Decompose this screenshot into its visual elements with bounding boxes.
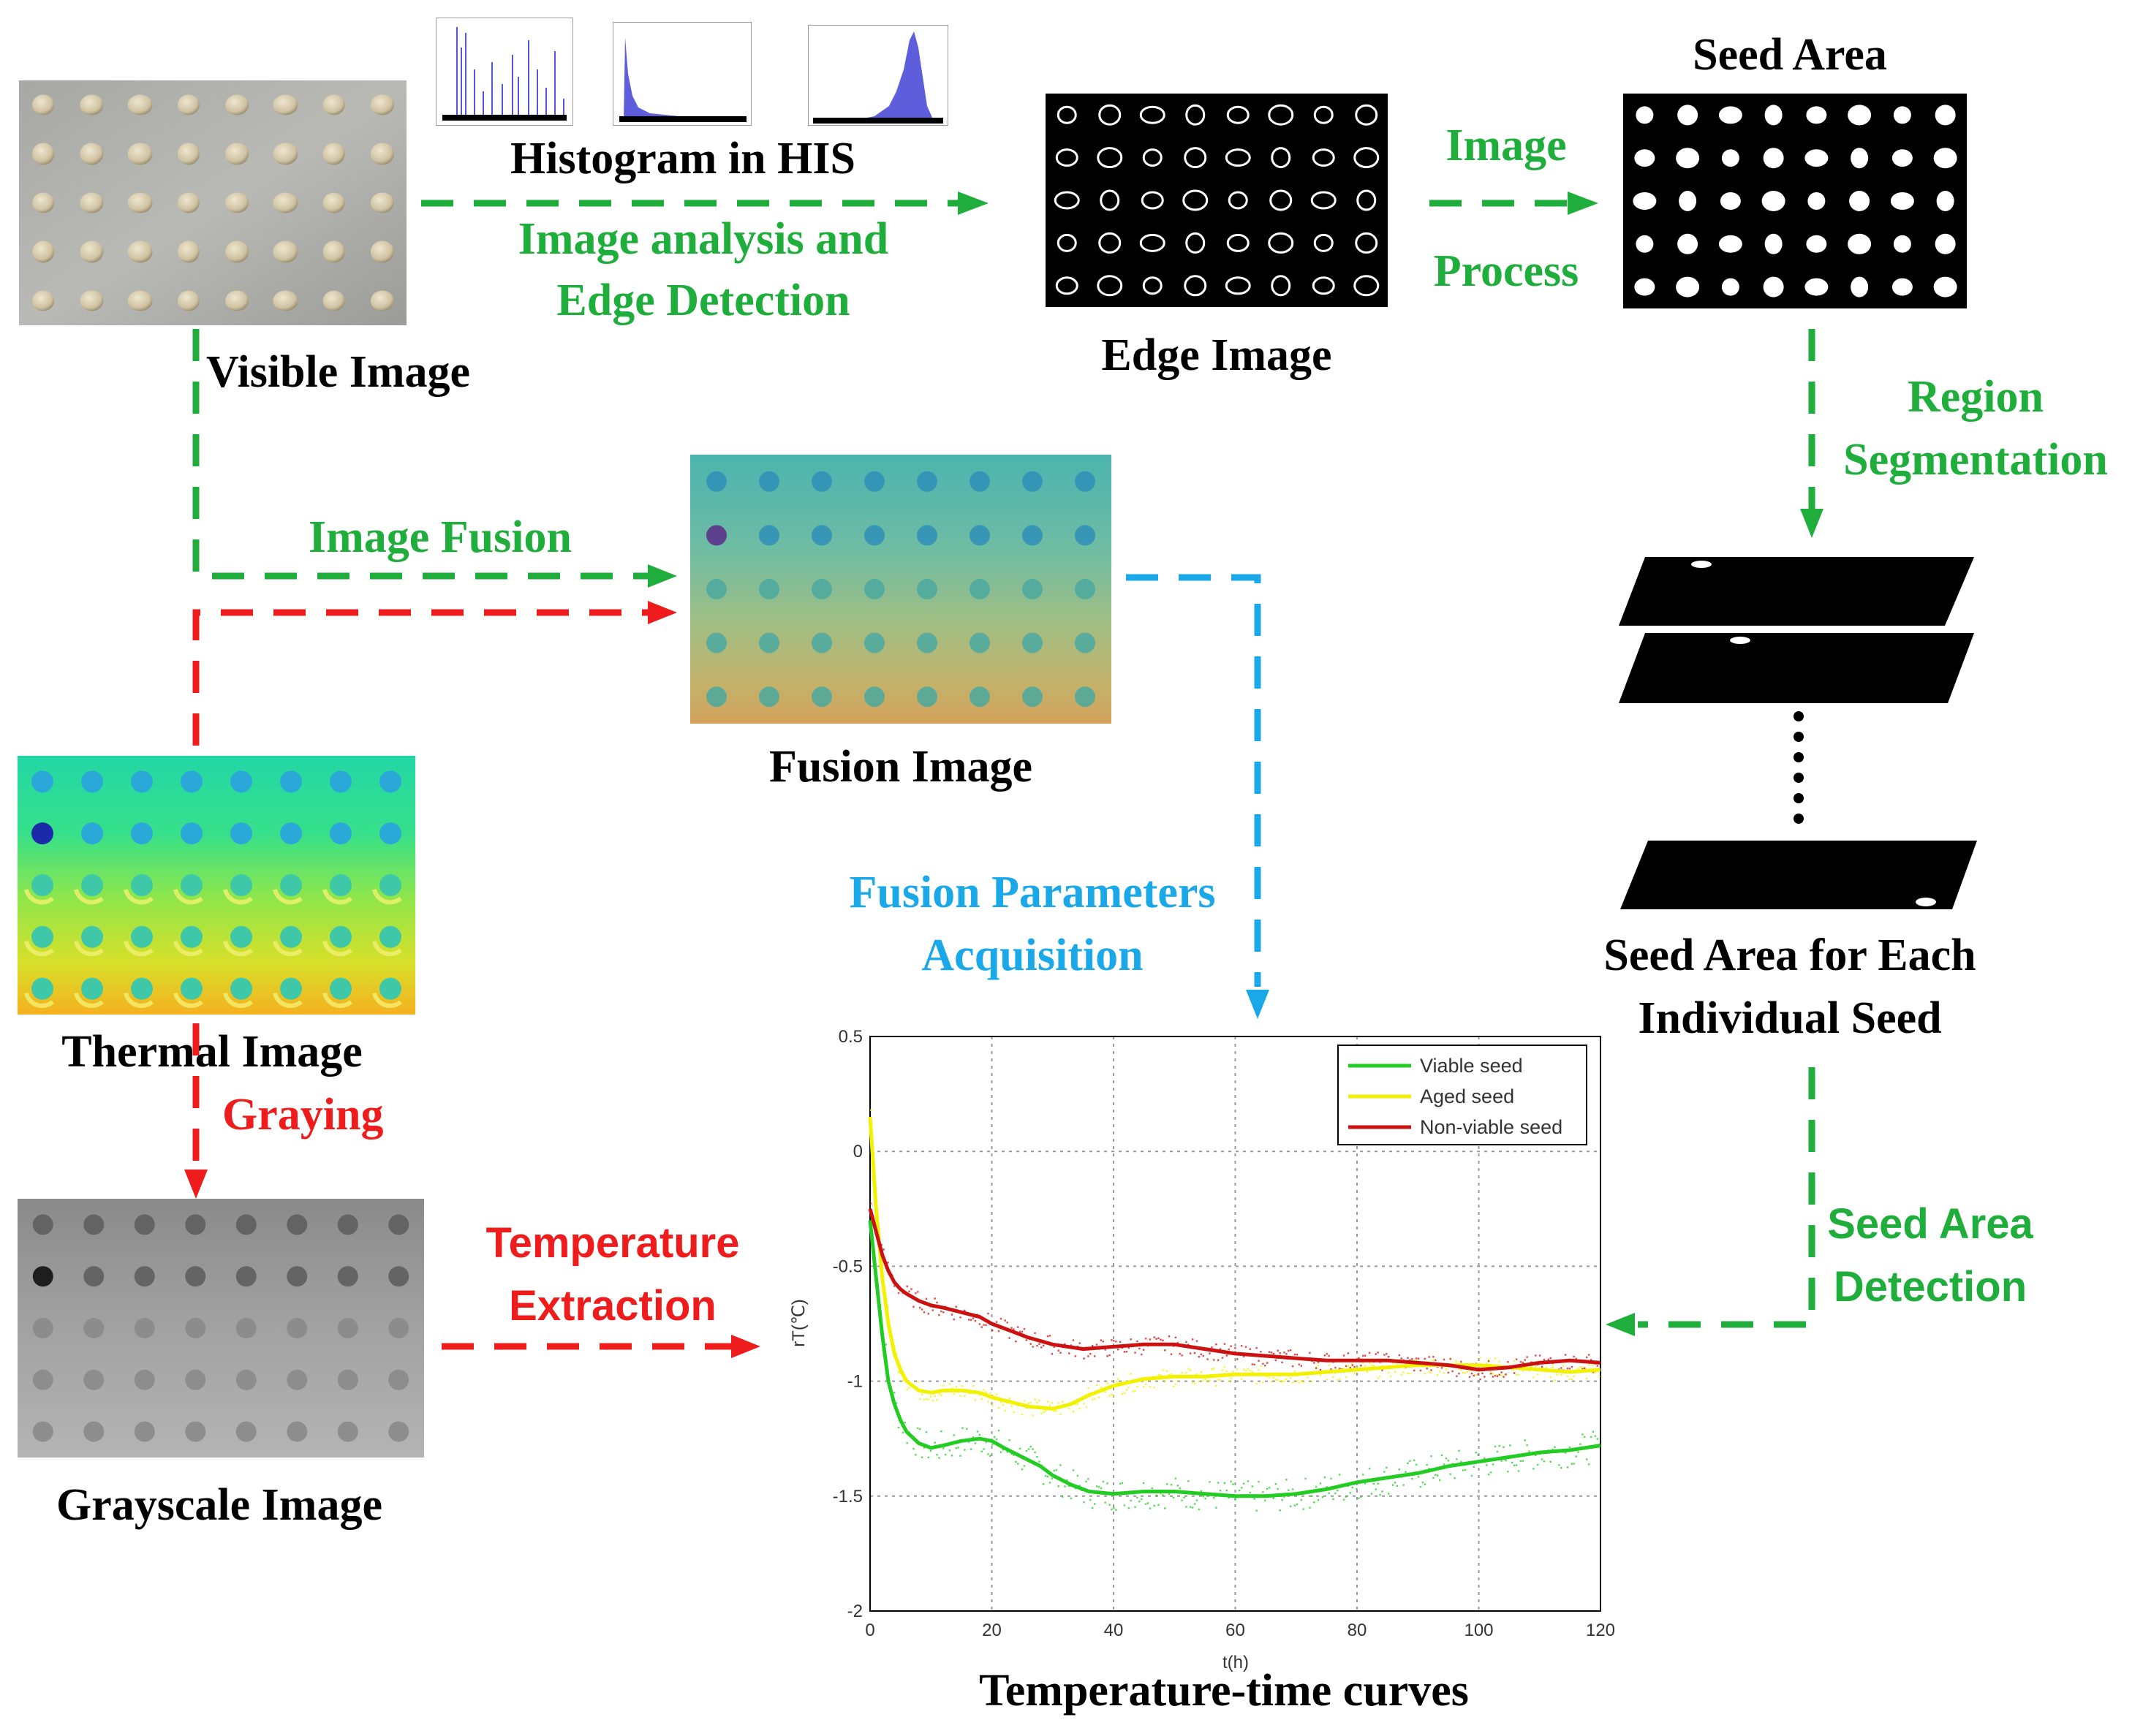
chart-legend-box: [1337, 1045, 1587, 1145]
chart-noise: [870, 1109, 1600, 1512]
chart-x-tick-label: 20: [982, 1621, 1002, 1640]
chart-series-noise: [870, 1202, 1600, 1381]
chart-y-tick-label: -0.5: [833, 1256, 863, 1276]
chart-series-line: [868, 1220, 1601, 1498]
histogram-label: Histogram in HIS: [510, 134, 855, 183]
chart-plot-area: [869, 1036, 1601, 1612]
chart-legend-label: Aged seed: [1420, 1085, 1514, 1107]
region-segmentation-label-1: Region: [1908, 372, 2044, 422]
seed-area-image: [1623, 94, 1967, 308]
fusion-parameters-label-2: Acquisition: [921, 930, 1144, 980]
edge-image: [1046, 94, 1388, 307]
image-analysis-label-2: Edge Detection: [556, 276, 850, 325]
seed-area-detection-label-1: Seed Area: [1827, 1200, 2033, 1248]
image-fusion-label: Image Fusion: [309, 512, 572, 562]
thermal-image-label: Thermal Image: [61, 1027, 363, 1077]
chart-x-tick-label: 100: [1464, 1621, 1493, 1640]
region-segmentation-label-2: Segmentation: [1843, 435, 2108, 485]
chart-lines: [868, 1116, 1601, 1498]
chart-series-noise: [870, 1220, 1600, 1512]
chart-y-tick-label: -2: [847, 1602, 863, 1621]
temperature-extraction-label-1: Temperature: [485, 1219, 740, 1267]
chart-x-tick-label: 80: [1348, 1621, 1367, 1640]
chart-series-line: [868, 1208, 1601, 1372]
histogram-2: [613, 22, 752, 126]
chart-grid: [870, 1036, 1600, 1611]
visible-image: [19, 80, 407, 325]
chart-legend-label: Viable seed: [1420, 1055, 1523, 1077]
histogram-3: [808, 25, 948, 126]
chart-y-tick-label: 0: [853, 1142, 863, 1161]
chart-y-tick-label: 0.5: [839, 1027, 863, 1047]
temperature-curves-caption: Temperature-time curves: [979, 1666, 1469, 1716]
image-process-label-2: Process: [1433, 246, 1579, 296]
chart-y-tick-label: -1.5: [833, 1487, 863, 1506]
chart-x-tick-label: 40: [1104, 1621, 1124, 1640]
edge-image-label: Edge Image: [1101, 330, 1332, 380]
chart-series-noise: [870, 1109, 1600, 1417]
thermal-image: [18, 756, 415, 1015]
chart-y-tick-label: -1: [847, 1372, 863, 1392]
temperature-extraction-label-2: Extraction: [509, 1282, 717, 1330]
chart-x-tick-label: 60: [1225, 1621, 1245, 1640]
chart-y-axis-label: rT(℃): [789, 1299, 809, 1347]
seed-area-each-label-1: Seed Area for Each: [1603, 930, 1976, 980]
fusion-parameters-label-1: Fusion Parameters: [849, 868, 1216, 917]
chart-ticks: 0 20 40 60 80 100 120 0.5 0 -0.5 -1 -1.5 -2: [833, 1027, 1615, 1640]
seed-area-detection-label-2: Detection: [1833, 1263, 2027, 1311]
grayscale-image: [18, 1199, 424, 1458]
grayscale-image-label: Grayscale Image: [56, 1480, 382, 1530]
chart-legend-label: Non-viable seed: [1420, 1116, 1562, 1138]
fusion-image-label: Fusion Image: [769, 742, 1032, 792]
chart-series-line: [868, 1116, 1601, 1411]
seed-area-label: Seed Area: [1693, 30, 1887, 80]
histogram-1: [436, 18, 573, 126]
visible-image-label: Visible Image: [206, 347, 471, 397]
fusion-image: [690, 455, 1111, 724]
chart-x-tick-label: 120: [1586, 1621, 1615, 1640]
image-analysis-label-1: Image analysis and: [518, 214, 889, 264]
chart-x-tick-label: 0: [865, 1621, 874, 1640]
image-process-label-1: Image: [1445, 121, 1567, 170]
graying-label: Graying: [222, 1090, 384, 1140]
seed-area-each-label-2: Individual Seed: [1638, 993, 1942, 1043]
